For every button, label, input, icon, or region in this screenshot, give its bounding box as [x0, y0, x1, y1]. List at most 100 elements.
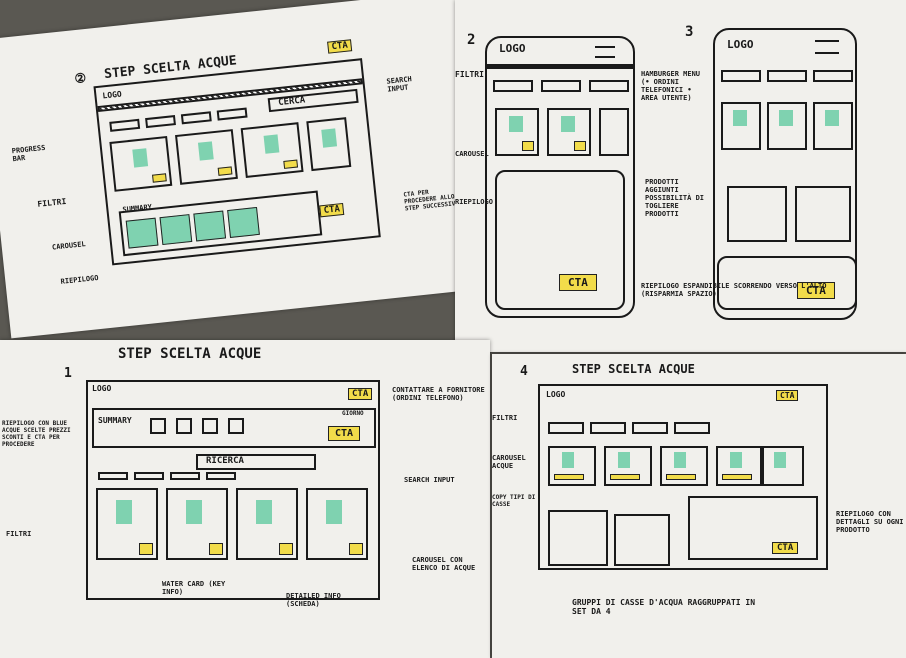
- annotation-riepilogo: RIEPILOGO: [455, 198, 493, 206]
- filter-chip[interactable]: [632, 422, 668, 434]
- filter-chip[interactable]: [674, 422, 710, 434]
- water-card[interactable]: [760, 446, 804, 486]
- step-title: STEP SCELTA ACQUE: [572, 362, 695, 376]
- filter-chip[interactable]: [767, 70, 807, 82]
- water-card[interactable]: [240, 122, 304, 178]
- filter-chip[interactable]: [98, 472, 128, 480]
- water-card[interactable]: [109, 135, 173, 192]
- water-card[interactable]: [599, 108, 629, 156]
- cta-button[interactable]: CTA: [328, 426, 361, 441]
- water-card[interactable]: [306, 488, 368, 560]
- filter-chip[interactable]: [134, 472, 164, 480]
- progress-bar: [485, 64, 635, 69]
- summary-item: [176, 418, 192, 434]
- summary-item: [193, 210, 227, 242]
- filter-chip[interactable]: [589, 80, 629, 92]
- filter-chip[interactable]: [493, 80, 533, 92]
- logo: LOGO: [499, 42, 526, 55]
- sketch-4-sheet: 4 STEP SCELTA ACQUE LOGO CTA CTA FILTRI …: [492, 354, 906, 658]
- annotation-riepilogo: RIEPILOGO: [60, 273, 99, 286]
- annotation-hamburger: HAMBURGER MENU (• ORDINI TELEFONICI • AR…: [641, 70, 701, 102]
- cta-button[interactable]: CTA: [797, 282, 835, 299]
- summary-item: [228, 418, 244, 434]
- logo: LOGO: [92, 384, 112, 393]
- hamburger-icon[interactable]: [815, 40, 839, 54]
- summary-item: [150, 418, 166, 434]
- annotation-riepilogo: RIEPILOGO CON BLUE ACQUE SCELTE PREZZI S…: [2, 420, 71, 448]
- annotation-carousel: CAROUSEL CON ELENCO DI ACQUE: [412, 556, 476, 572]
- water-card[interactable]: [813, 102, 853, 150]
- case-group[interactable]: [614, 514, 670, 566]
- water-card[interactable]: [716, 446, 764, 486]
- logo: LOGO: [546, 390, 566, 399]
- water-card[interactable]: [660, 446, 708, 486]
- annotation-search: SEARCH INPUT: [386, 75, 413, 94]
- sketch-number: 4: [520, 364, 528, 379]
- filter-chip[interactable]: [548, 422, 584, 434]
- phone-frame: [485, 36, 635, 318]
- water-card[interactable]: [306, 117, 352, 172]
- summary-panel: [92, 408, 376, 448]
- annotation-progress: PROGRESS BAR: [11, 143, 46, 164]
- water-card[interactable]: [547, 108, 591, 156]
- annotation-riepilogo: RIEPILOGO CON DETTAGLI SU OGNI PRODOTTO: [836, 510, 904, 534]
- cta-button[interactable]: CTA: [772, 542, 799, 554]
- water-card[interactable]: [604, 446, 652, 486]
- annotation-carousel: CAROUSEL ACQUE: [492, 454, 526, 470]
- phone-frame: [713, 28, 857, 320]
- sketch-number: 2: [467, 32, 476, 48]
- search-input[interactable]: [196, 454, 316, 470]
- cta-button[interactable]: CTA: [319, 202, 345, 218]
- filter-chip[interactable]: [206, 472, 236, 480]
- water-card[interactable]: [236, 488, 298, 560]
- water-card[interactable]: [767, 102, 807, 150]
- annotation-filtri: FILTRI: [37, 196, 67, 209]
- annotation-prodotti: PRODOTTI AGGIUNTI POSSIBILITÀ DI TOGLIER…: [645, 178, 705, 218]
- expandable-summary[interactable]: [717, 256, 857, 310]
- water-card[interactable]: [548, 446, 596, 486]
- logo: LOGO: [727, 38, 754, 51]
- case-group[interactable]: [548, 510, 608, 566]
- annotation-copy: COPY TIPI DI CASSE: [492, 494, 536, 508]
- cta-button[interactable]: CTA: [776, 390, 799, 401]
- annotation-filtri: FILTRI: [492, 414, 518, 422]
- search-label: RICERCA: [206, 456, 244, 466]
- filter-chip[interactable]: [170, 472, 200, 480]
- water-card[interactable]: [175, 129, 238, 185]
- annotation-carousel: CAROUSEL: [455, 150, 489, 158]
- summary-item: [227, 206, 260, 238]
- summary-panel: [688, 496, 818, 560]
- cta-button[interactable]: CTA: [327, 39, 353, 54]
- filter-chip[interactable]: [541, 80, 581, 92]
- annotation-carousel: CAROUSEL: [51, 240, 87, 252]
- filter-chip[interactable]: [721, 70, 761, 82]
- added-products-list[interactable]: [727, 186, 787, 242]
- annotation-water-card: WATER CARD (KEY INFO): [162, 580, 226, 596]
- filter-chip[interactable]: [813, 70, 853, 82]
- sketch-number: 3: [685, 24, 694, 40]
- annotation-search: SEARCH INPUT: [404, 476, 455, 484]
- water-card[interactable]: [721, 102, 761, 150]
- filter-chip[interactable]: [590, 422, 626, 434]
- water-card[interactable]: [495, 108, 539, 156]
- summary-panel: [495, 170, 625, 310]
- annotation-detailed: DETAILED INFO (SCHEDA): [286, 592, 341, 608]
- cta-button[interactable]: CTA: [559, 274, 597, 291]
- annotation-filtri: FILTRI: [6, 530, 32, 538]
- annotation-contattare: CONTATTARE A FORNITORE (ORDINI TELEFONO): [392, 386, 485, 402]
- sketch-mobile-sheet: 2 3 LOGO CTA LOGO CTA FILTRI CAROUSEL RI…: [455, 0, 906, 352]
- sketch-number: 1: [64, 366, 72, 381]
- water-card[interactable]: [166, 488, 228, 560]
- desktop-frame: [538, 384, 828, 570]
- water-card[interactable]: [96, 488, 158, 560]
- cta-button[interactable]: CTA: [348, 388, 373, 400]
- summary-item: [159, 214, 193, 246]
- step-number: ②: [73, 71, 88, 88]
- added-products-list[interactable]: [795, 186, 851, 242]
- summary-item: [202, 418, 218, 434]
- sketch-2-desktop-sheet: ② STEP SCELTA ACQUE CTA LOGO CERCA SUMMA…: [0, 0, 489, 339]
- hamburger-icon[interactable]: [595, 46, 615, 58]
- annotation-cta: CTA PER PROCEDERE ALLO STEP SUCCESSIVO: [403, 188, 460, 213]
- annotation-riepilogo-espandibile: RIEPILOGO ESPANDIBILE SCORRENDO VERSO L'…: [641, 282, 827, 298]
- giorno-label: GIORNO: [342, 410, 364, 417]
